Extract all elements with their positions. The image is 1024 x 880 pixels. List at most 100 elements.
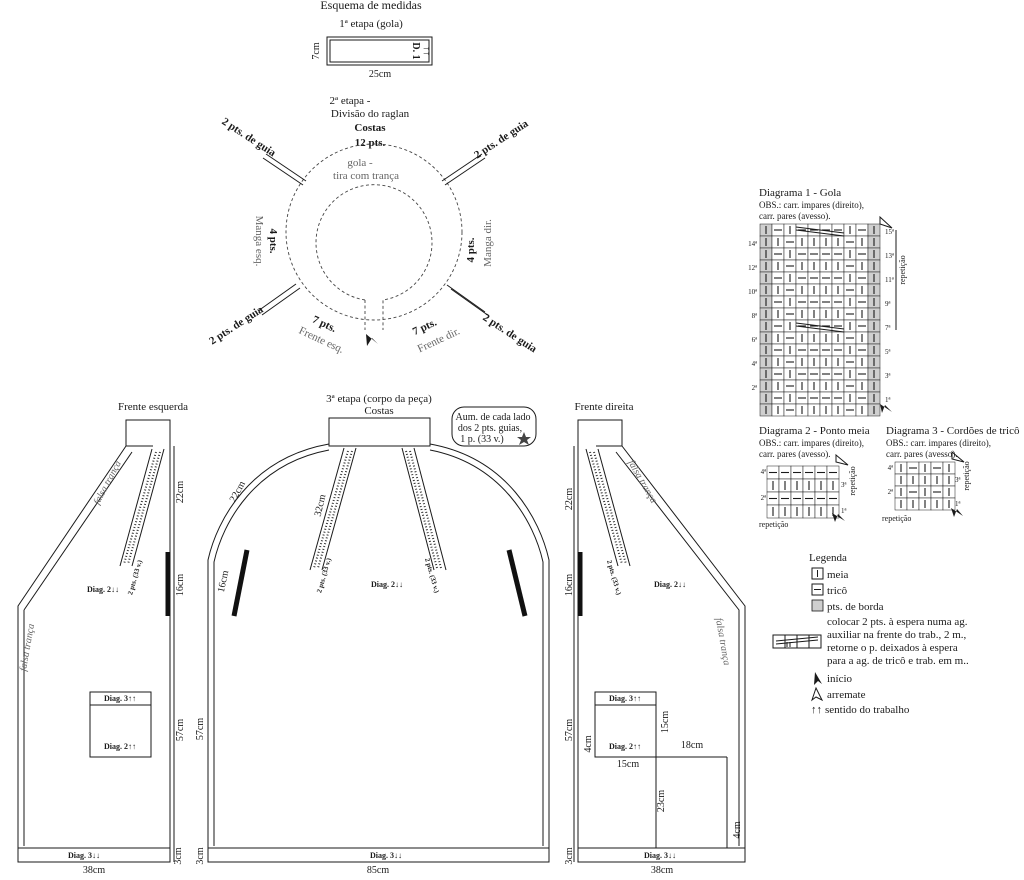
front-right-raglan-guide — [585, 448, 631, 567]
stage3-title: 3ª etapa (corpo da peça) — [326, 393, 432, 405]
diagram1-row-label: 12ª — [748, 264, 757, 272]
front-right-m23: 23cm — [656, 790, 667, 812]
diagram3-grid — [894, 461, 956, 511]
collar-braid-label-2: tira com trança — [333, 170, 399, 182]
collar-diag-label: D. 1 — [410, 42, 421, 59]
front-left-diag2-down: Diag. 2↓↓ — [87, 585, 119, 594]
increase-note-line-3: 1 p. (33 v.) — [460, 434, 504, 445]
star-icon — [517, 432, 531, 445]
diagram1-row-label: 15ª — [885, 228, 894, 236]
legend-finish-icon — [811, 686, 824, 702]
diagram1-row-label: 6ª — [752, 336, 758, 344]
front-right-outline — [577, 419, 746, 863]
front-left-m22: 22cm — [175, 481, 186, 503]
front-right-title: Frente direita — [575, 401, 634, 413]
back-diag3-label: Diag. 3↓↓ — [370, 851, 402, 860]
legend-edge: pts. de borda — [827, 601, 884, 613]
legend-cable-3: retorne o p. deixados à espera — [827, 642, 958, 654]
diagram1-row-label: 5ª — [885, 348, 891, 356]
guide-label-bottom-left: 2 pts. de guia — [207, 303, 266, 347]
front-left-guide-label: 2 pts. (33 v.) — [126, 558, 144, 595]
front-left-raglan-guide — [119, 448, 165, 567]
sleeve-right-pts: 4 pts. — [465, 237, 477, 262]
back-m85: 85cm — [367, 865, 389, 875]
diagram1-finish-icon — [879, 215, 893, 229]
diagram3-title: Diagrama 3 - Cordões de tricô — [886, 425, 1020, 437]
guide-label-top-right: 2 pts. de guia — [472, 117, 531, 161]
front-right-m38: 38cm — [651, 865, 673, 875]
front-right-m4a: 4cm — [583, 735, 594, 752]
back-m3: 3cm — [195, 847, 206, 864]
diagram2-repeat-h: repetição — [759, 520, 788, 529]
legend-purl: tricô — [827, 585, 848, 597]
diagram2-grid — [766, 465, 840, 519]
legend-start: início — [827, 673, 853, 685]
diagram2-repeat-v: repetição — [848, 466, 857, 495]
front-right-m16: 16cm — [564, 574, 575, 596]
front-left-m38: 38cm — [83, 865, 105, 875]
front-right-diag3-down: Diag. 3↓↓ — [644, 851, 676, 860]
stage2-back: Costas — [354, 122, 386, 134]
stage1-title: 1ª etapa (gola) — [339, 18, 403, 30]
diagram2-row-label: 3ª — [841, 481, 847, 489]
legend-cable-4: para a ag. de tricô e trab. em m.. — [827, 655, 969, 667]
diagram3-row-label: 4ª — [888, 464, 894, 472]
diagram2-start-icon — [832, 513, 845, 522]
collar-strip-inner — [329, 39, 430, 63]
sleeve-left-pts: 4 pts. — [267, 228, 279, 253]
diagram1-right-row-numbers: 15ª 13ª 11ª 9ª 7ª 5ª 3ª 1ª — [885, 228, 894, 404]
back-m32: 32cm — [313, 493, 329, 517]
front-right-diag3-up: Diag. 3↑↑ — [609, 694, 641, 703]
back-diag2-label: Diag. 2↓↓ — [371, 580, 403, 589]
diagram1-row-label: 11ª — [885, 276, 894, 284]
legend-direction: sentido do trabalho — [825, 704, 910, 716]
legend-start-icon — [814, 672, 822, 685]
legend-direction-arrows: ↑↑ — [811, 704, 822, 716]
legend-finish: arremate — [827, 689, 866, 701]
collar-height: 7cm — [311, 42, 322, 59]
back-armhole-right-mark — [506, 549, 528, 617]
collar-arrows: ↑↑ — [421, 46, 432, 56]
diagram1-left-row-numbers: 14ª 12ª 10ª 8ª 6ª 4ª 2ª — [748, 240, 757, 392]
front-right-m15h: 15cm — [617, 759, 639, 770]
page-title: Esquema de medidas — [320, 0, 422, 12]
collar-width: 25cm — [369, 69, 391, 80]
diagram3-repeat-v: repetição — [962, 461, 971, 490]
stage2-back-pts: 12 pts. — [355, 137, 386, 149]
front-left-m16: 16cm — [175, 574, 186, 596]
diagram1-row-label: 4ª — [752, 360, 758, 368]
diagram2-obs-1: OBS.: carr. impares (direito), — [759, 438, 864, 448]
cable-cross-icon — [795, 226, 845, 234]
front-right-diag2-up: Diag. 2↑↑ — [609, 742, 641, 751]
front-right-m22: 22cm — [564, 488, 575, 510]
front-left-outline — [17, 419, 171, 863]
diagram3-row-label: 1ª — [955, 500, 961, 508]
front-left-m57: 57cm — [175, 719, 186, 741]
diagram2-row-label: 2ª — [761, 494, 767, 502]
cable-cross-icon — [795, 325, 845, 333]
diagram1-row-label: 1ª — [885, 396, 891, 404]
back-guide-label-left: 2 pts. (33 v.) — [315, 556, 333, 593]
diagram3-finish-icon — [951, 450, 965, 463]
legend-title: Legenda — [809, 552, 847, 564]
legend-edge-swatch — [811, 599, 824, 612]
front-left-m3: 3cm — [173, 847, 184, 864]
back-m16: 16cm — [216, 569, 231, 593]
diagram3-row-label: 3ª — [955, 476, 961, 484]
back-raglan-guide-right — [401, 447, 447, 571]
diagram1-row-label: 10ª — [748, 288, 757, 296]
back-guide-label-right: 2 pts. (33 v.) — [423, 557, 441, 594]
guide-label-top-left: 2 pts. de guia — [219, 116, 278, 160]
diagram1-row-label: 13ª — [885, 252, 894, 260]
guide-label-bottom-right: 2 pts. de guia — [480, 312, 539, 356]
legend-knit: meia — [827, 569, 848, 581]
diagram1-row-label: 14ª — [748, 240, 757, 248]
guide-spokes — [257, 153, 490, 317]
diagram2-title: Diagrama 2 - Ponto meia — [759, 425, 870, 437]
front-right-m4b: 4cm — [732, 821, 743, 838]
front-right-pocket — [594, 691, 728, 848]
front-left-pocket — [89, 691, 152, 758]
front-right-braid-top: falsa trança — [625, 458, 659, 505]
back-armhole-left-mark — [231, 549, 250, 617]
